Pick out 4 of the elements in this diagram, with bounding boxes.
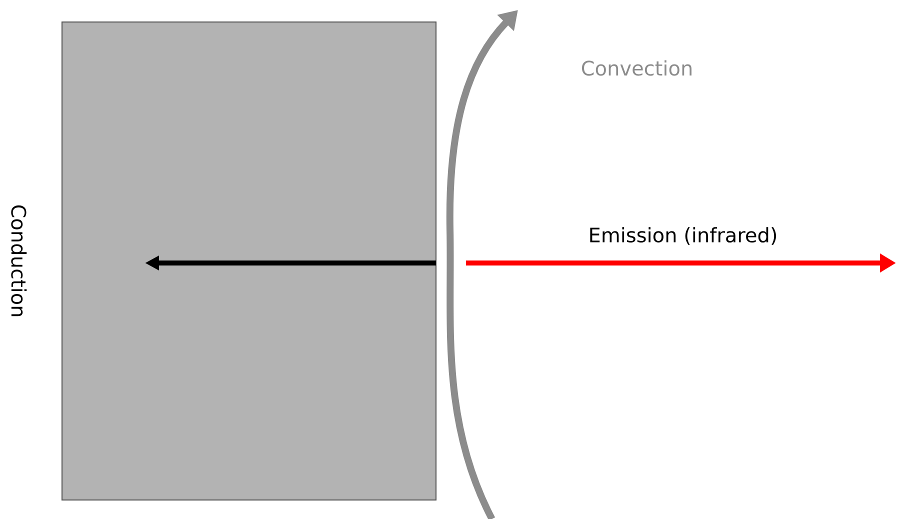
block [62, 22, 436, 500]
label: Emission (infrared) [590, 227, 776, 245]
side-label: Conduction [11, 205, 27, 316]
label: Convection [582, 60, 692, 76]
